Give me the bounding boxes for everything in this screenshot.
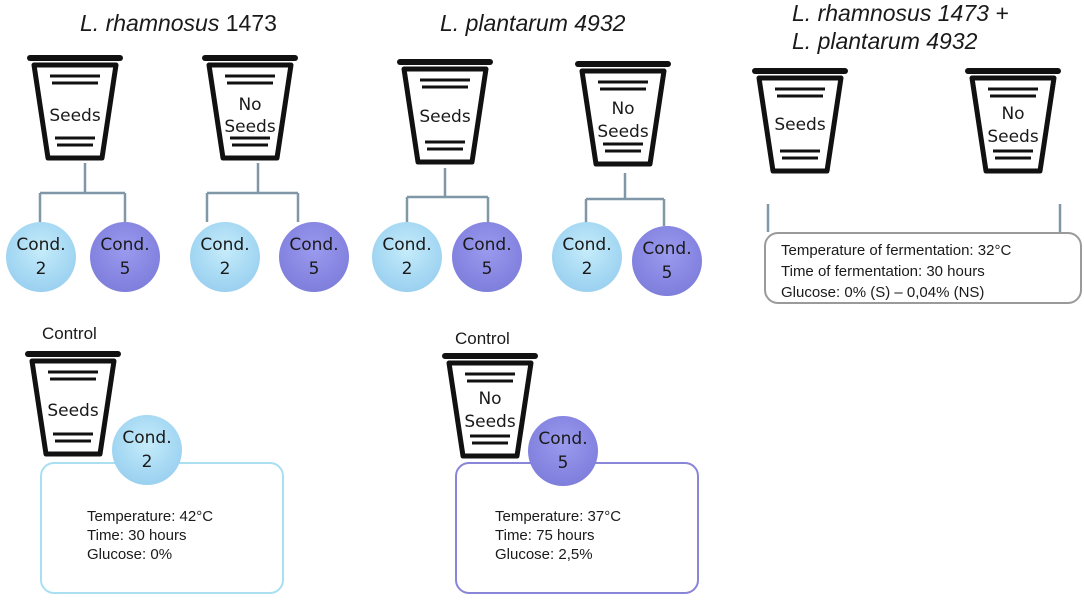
cup-group1-seeds: Seeds <box>30 52 120 172</box>
cup-label-line-2: Seeds <box>464 412 516 432</box>
condition-label: Cond. <box>122 428 172 448</box>
condition-label: Cond. <box>538 429 588 449</box>
cup-group2-seeds: Seeds <box>400 56 490 176</box>
cup-group2-no-seeds: No Seeds <box>578 58 668 178</box>
info-line-time: Time: 75 hours <box>495 527 595 544</box>
condition-number: 2 <box>401 259 413 279</box>
condition-5-circle: Cond. 5 <box>528 416 598 486</box>
condition-number: 5 <box>308 259 320 279</box>
cup-label-line-1: No <box>238 95 262 115</box>
cup-label-line-1: No <box>478 389 502 409</box>
control-2-info-box: Temperature: 37°C Time: 75 hours Glucose… <box>455 462 699 594</box>
info-line-time: Time of fermentation: 30 hours <box>781 263 985 280</box>
condition-number: 2 <box>35 259 47 279</box>
condition-5-circle: Cond. 5 <box>279 222 349 292</box>
condition-2-circle: Cond. 2 <box>6 222 76 292</box>
cup-group3-no-seeds: No Seeds <box>968 65 1058 185</box>
condition-label: Cond. <box>562 235 612 255</box>
condition-2-circle: Cond. 2 <box>372 222 442 292</box>
condition-label: Cond. <box>642 239 692 259</box>
cup-control-2-no-seeds: No Seeds <box>445 350 535 470</box>
cup-label-line-1: No <box>1001 104 1025 124</box>
condition-label: Cond. <box>382 235 432 255</box>
condition-label: Cond. <box>16 235 66 255</box>
condition-2-circle: Cond. 2 <box>552 222 622 292</box>
cup-control-1-seeds: Seeds <box>28 348 118 468</box>
info-line-temperature: Temperature: 37°C <box>495 508 622 525</box>
condition-number: 5 <box>119 259 131 279</box>
condition-label: Cond. <box>200 235 250 255</box>
condition-number: 5 <box>557 453 569 473</box>
condition-5-circle: Cond. 5 <box>632 226 702 296</box>
cup-group3-seeds: Seeds <box>755 65 845 185</box>
cup-label: Seeds <box>47 401 99 421</box>
info-line-glucose: Glucose: 0% (S) – 0,04% (NS) <box>781 284 985 301</box>
group-2-title: L. plantarum 4932 <box>440 10 626 36</box>
control-1-title: Control <box>42 324 97 343</box>
control-1-info-box: Temperature: 42°C Time: 30 hours Glucose… <box>40 462 284 594</box>
condition-number: 2 <box>219 259 231 279</box>
condition-number: 2 <box>141 452 153 472</box>
condition-number: 2 <box>581 259 593 279</box>
group-1-title: L. rhamnosus 1473 <box>80 10 277 36</box>
condition-label: Cond. <box>462 235 512 255</box>
group-3-title-line-1: L. rhamnosus 1473 + <box>792 0 1009 26</box>
cup-label: Seeds <box>419 107 471 127</box>
condition-number: 5 <box>481 259 493 279</box>
condition-5-circle: Cond. 5 <box>90 222 160 292</box>
fermentation-info-box: Temperature of fermentation: 32°C Time o… <box>764 232 1082 304</box>
cup-label-line-1: No <box>611 99 635 119</box>
info-line-temperature: Temperature of fermentation: 32°C <box>781 242 1012 259</box>
cup-label-line-2: Seeds <box>597 122 649 142</box>
cup-label-line-2: Seeds <box>224 117 276 137</box>
group-3-title-line-2: L. plantarum 4932 <box>792 28 978 54</box>
cup-label-line-2: Seeds <box>987 127 1039 147</box>
info-line-temperature: Temperature: 42°C <box>87 508 214 525</box>
info-line-time: Time: 30 hours <box>87 527 187 544</box>
info-line-glucose: Glucose: 2,5% <box>495 546 593 563</box>
condition-number: 5 <box>661 263 673 283</box>
cup-group1-no-seeds: No Seeds <box>205 52 295 172</box>
cup-label: Seeds <box>49 106 101 126</box>
control-2-title: Control <box>455 329 510 348</box>
condition-label: Cond. <box>289 235 339 255</box>
condition-label: Cond. <box>100 235 150 255</box>
condition-2-circle: Cond. 2 <box>112 415 182 485</box>
info-line-glucose: Glucose: 0% <box>87 546 173 563</box>
condition-2-circle: Cond. 2 <box>190 222 260 292</box>
cup-label: Seeds <box>774 115 826 135</box>
condition-5-circle: Cond. 5 <box>452 222 522 292</box>
